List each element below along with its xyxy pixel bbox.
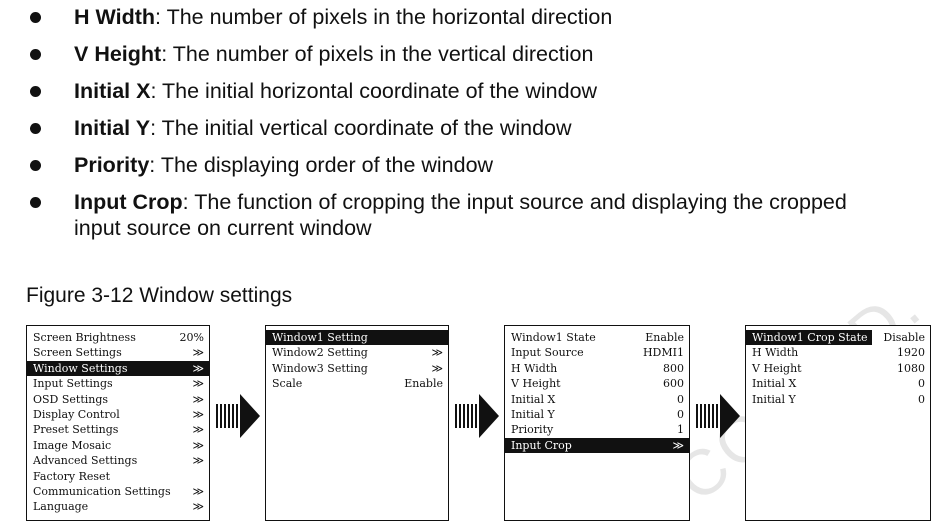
- bullet-term: Input Crop: [74, 190, 183, 214]
- bullet-dot-icon: [30, 197, 41, 208]
- chevron-right-icon: ≫: [192, 423, 204, 437]
- bullet-item-initial-y: Initial Y: The initial vertical coordina…: [30, 115, 930, 141]
- bullet-item-v-height: V Height: The number of pixels in the ve…: [30, 41, 930, 67]
- chevron-right-icon: ≫: [192, 377, 204, 391]
- chevron-right-icon: ≫: [192, 500, 204, 514]
- bullet-term: Initial Y: [74, 116, 151, 140]
- chevron-right-icon: ≫: [672, 438, 684, 452]
- menu-item-screen-settings[interactable]: Screen Settings≫: [33, 346, 204, 360]
- menu-item-window3-setting[interactable]: Window3 Setting≫: [272, 361, 443, 375]
- bullet-dot-icon: [30, 49, 41, 60]
- bullet-term: H Width: [74, 5, 156, 29]
- menu-item-language[interactable]: Language≫: [33, 500, 204, 514]
- menu-item-window-settings[interactable]: Window Settings≫: [27, 360, 209, 377]
- menu-item-preset-settings[interactable]: Preset Settings≫: [33, 423, 204, 437]
- bullet-desc: : The displaying order of the window: [149, 153, 494, 177]
- arrow-right-icon: [455, 394, 499, 438]
- chevron-right-icon: ≫: [192, 392, 204, 406]
- bullet-item-input-crop: Input Crop: The function of cropping the…: [30, 189, 930, 241]
- bullet-desc: : The initial vertical coordinate of the…: [150, 116, 572, 140]
- chevron-right-icon: ≫: [192, 454, 204, 468]
- chevron-right-icon: ≫: [192, 484, 204, 498]
- bullet-desc: : The initial horizontal coordinate of t…: [150, 79, 598, 103]
- menu-item-factory-reset[interactable]: Factory Reset: [33, 469, 110, 483]
- menu-item-window2-setting[interactable]: Window2 Setting≫: [272, 346, 443, 360]
- bullet-desc: : The function of cropping the input sou…: [74, 190, 847, 240]
- window-menu-panel: Window1 Setting Window2 Setting≫ Window3…: [265, 325, 449, 521]
- chevron-right-icon: ≫: [192, 438, 204, 452]
- bullet-dot-icon: [30, 12, 41, 23]
- menu-item-display-control[interactable]: Display Control≫: [33, 407, 204, 421]
- bullet-item-priority: Priority: The displaying order of the wi…: [30, 152, 930, 178]
- menu-item-input-settings[interactable]: Input Settings≫: [33, 377, 204, 391]
- chevron-right-icon: ≫: [192, 407, 204, 421]
- menu-item-input-crop[interactable]: Input Crop≫: [505, 437, 689, 454]
- bullet-dot-icon: [30, 86, 41, 97]
- arrow-right-icon: [696, 394, 740, 438]
- arrow-right-icon: [216, 394, 260, 438]
- bullet-term: V Height: [74, 42, 162, 66]
- bullet-desc: : The number of pixels in the vertical d…: [161, 42, 594, 66]
- chevron-right-icon: ≫: [431, 346, 443, 360]
- bullet-dot-icon: [30, 123, 41, 134]
- bullet-desc: : The number of pixels in the horizontal…: [155, 5, 613, 29]
- menu-item-image-mosaic[interactable]: Image Mosaic≫: [33, 438, 204, 452]
- bullet-item-h-width: H Width: The number of pixels in the hor…: [30, 4, 930, 30]
- bullet-item-initial-x: Initial X: The initial horizontal coordi…: [30, 78, 930, 104]
- chevron-right-icon: ≫: [192, 361, 204, 375]
- menu-item-advanced-settings[interactable]: Advanced Settings≫: [33, 454, 204, 468]
- bullet-term: Initial X: [74, 79, 151, 103]
- menu-item-communication-settings[interactable]: Communication Settings≫: [33, 484, 204, 498]
- chevron-right-icon: ≫: [192, 346, 204, 360]
- figure-caption: Figure 3-12 Window settings: [26, 284, 293, 307]
- bullet-dot-icon: [30, 160, 41, 171]
- chevron-right-icon: ≫: [431, 361, 443, 375]
- bullet-term: Priority: [74, 153, 150, 177]
- menu-item-osd-settings[interactable]: OSD Settings≫: [33, 392, 204, 406]
- menu-item-window1-setting[interactable]: Window1 Setting: [266, 330, 448, 346]
- bullet-list: H Width: The number of pixels in the hor…: [30, 4, 930, 252]
